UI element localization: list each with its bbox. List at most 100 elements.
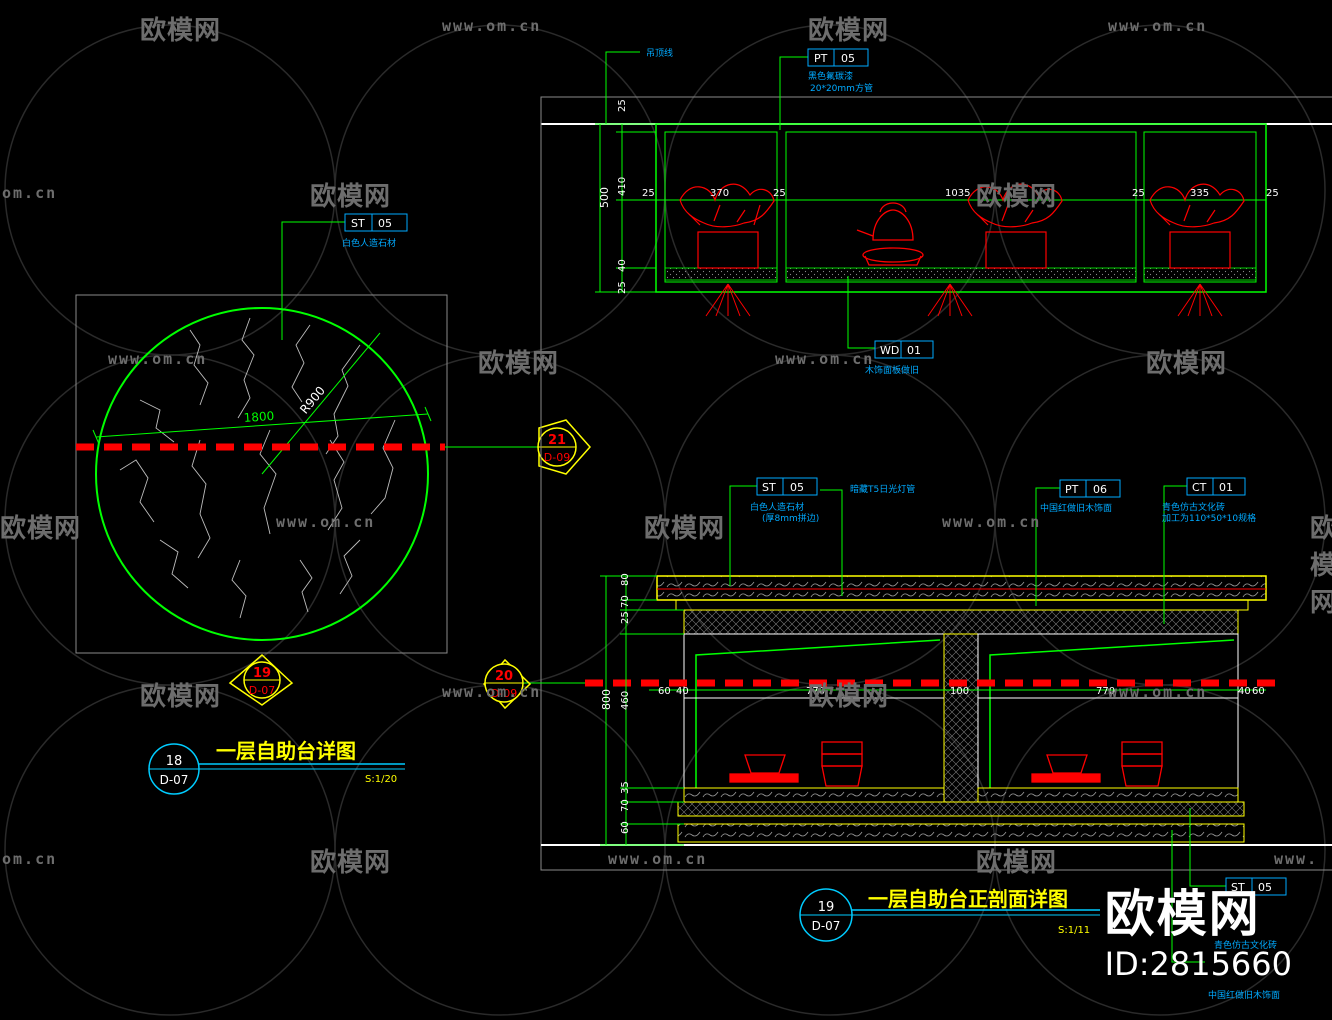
center-pillar	[943, 633, 979, 803]
stamp-id: ID:2815660	[1104, 945, 1292, 983]
tag-pt-05: PT 05 黑色氟碳漆 20*20mm方管	[779, 48, 873, 130]
tag-num: 01	[1219, 481, 1233, 494]
tag-led: 暗藏T5日光灯管	[820, 483, 915, 596]
dim-h-1: 25	[642, 188, 655, 199]
bubble-number: 18	[166, 754, 183, 769]
tag-code: CT	[1192, 481, 1207, 494]
detail-scale: S:1/11	[1058, 925, 1090, 936]
section-vertical-dims	[600, 575, 1266, 846]
tag-note2: 20*20mm方管	[810, 82, 873, 94]
section-marker-21: 21 D-09	[537, 419, 592, 475]
dim-h-3: 770	[806, 686, 825, 697]
tag-num: 05	[790, 481, 804, 494]
section-marker-20: 20 D-09	[483, 658, 532, 710]
diameter-dim-text: 1800	[243, 409, 274, 425]
dim-v-3: 25	[620, 611, 631, 624]
marker-number: 20	[495, 669, 513, 684]
tag-num: 05	[378, 217, 392, 230]
dim-h-3: 25	[773, 188, 786, 199]
plant-decor-left	[679, 183, 775, 269]
tag-wd-01: WD 01 木饰面板做旧	[847, 276, 934, 376]
dim-h-2: 370	[710, 188, 729, 199]
tag-num: 06	[1093, 483, 1107, 496]
tag-code: PT	[1065, 483, 1079, 496]
plan-frame	[75, 294, 448, 654]
downlight-beams	[705, 283, 1223, 317]
bubble-sheet: D-07	[160, 773, 189, 787]
dim-v-4: 460	[620, 691, 631, 710]
dim-v-3: 40	[617, 259, 628, 272]
dim-v-4: 25	[617, 281, 628, 294]
shelf-outer	[655, 123, 1267, 293]
diameter-dim-line	[95, 413, 429, 438]
tag-note2: 中国红做旧木饰面	[1208, 989, 1280, 1001]
tag-code: ST	[351, 217, 365, 230]
diameter-tick-right	[424, 406, 432, 422]
tag-num: 05	[1258, 881, 1272, 894]
tag-note2: (厚8mm拼边)	[762, 512, 819, 524]
dim-total-height: 800	[600, 689, 613, 710]
dim-v-5: 35	[620, 781, 631, 794]
ref-marker-19: 19 D-07	[228, 653, 294, 706]
dim-v-6: 70	[620, 799, 631, 812]
dim-h-7: 60	[1252, 686, 1265, 697]
tea-cups-left	[729, 741, 863, 787]
tag-code: PT	[814, 52, 828, 65]
bubble-number: 19	[818, 900, 835, 915]
tag-note: 暗藏T5日光灯管	[850, 483, 915, 495]
plant-decor-center	[967, 183, 1063, 269]
stamp-logo: 欧模网	[1104, 885, 1261, 943]
tag-st-05: ST 05 白色人造石材	[281, 213, 408, 340]
dim-h-4: 1035	[945, 188, 970, 199]
detail-scale: S:1/20	[365, 774, 397, 785]
tag-code: ST	[1231, 881, 1245, 894]
top-vertical-dims	[595, 123, 656, 293]
dim-total-height: 500	[598, 187, 611, 208]
tag-note: 中国红做旧木饰面	[1040, 502, 1112, 514]
detail-title: 一层自助台正剖面详图	[868, 887, 1068, 911]
tea-cups-right	[1031, 741, 1163, 787]
tag-note: 吊顶线	[646, 47, 673, 59]
tag-ct-01: CT 01 青色仿古文化砖 加工为110*50*10规格	[1162, 477, 1256, 624]
title-block-18: 18 D-07 一层自助台详图 S:1/20	[148, 739, 405, 795]
tag-bottom: ST 05 青色仿古文化砖 中国红做旧木饰面	[1171, 808, 1287, 1001]
diameter-tick-left	[92, 429, 100, 445]
base-plinth	[677, 801, 1245, 817]
tag-note: 白色人造石材	[342, 237, 396, 249]
dim-h-6: 335	[1190, 188, 1209, 199]
dim-h-7: 25	[1266, 188, 1279, 199]
dim-v-2: 410	[617, 177, 628, 196]
tag-code: WD	[880, 344, 899, 357]
bubble-sheet: D-07	[812, 919, 841, 933]
plant-decor-right	[1149, 183, 1245, 269]
detail-18-plan: 1800 R900 ST 05 白色人造石材 21 D-09 19	[75, 213, 592, 795]
marker-sheet: D-09	[544, 451, 570, 464]
marker-number: 19	[253, 666, 271, 681]
marker-sheet: D-07	[249, 684, 275, 697]
marker-sheet: D-09	[491, 687, 517, 700]
countertop	[656, 575, 1267, 601]
tag-note1: 白色人造石材	[750, 501, 804, 513]
apron-panel	[683, 609, 1239, 635]
tag-st-05-top: ST 05 白色人造石材 (厚8mm拼边)	[729, 477, 819, 586]
detail-title: 一层自助台详图	[216, 739, 356, 763]
marble-veining	[119, 317, 396, 619]
tag-note1: 青色仿古文化砖	[1162, 501, 1225, 513]
dim-v-1: 25	[617, 99, 628, 112]
dim-h-1: 60	[658, 686, 671, 697]
tag-num: 01	[907, 344, 921, 357]
tag-note2: 加工为110*50*10规格	[1162, 512, 1256, 524]
tag-ceiling-line: 吊顶线	[605, 47, 673, 124]
dim-h-5: 770	[1096, 686, 1115, 697]
dim-v-1: 80	[620, 573, 631, 586]
tag-note: 木饰面板做旧	[865, 364, 919, 376]
detail-top-shelf-elevation: 500 25 410 40 25 25 370 25 1035 25 335 2…	[540, 47, 1332, 376]
title-block-19: 19 D-07 一层自助台正剖面详图 S:1/11	[799, 887, 1100, 942]
tag-note1: 黑色氟碳漆	[808, 70, 853, 82]
dim-h-4: 100	[950, 686, 969, 697]
dim-h-6: 40	[1238, 686, 1251, 697]
detail-19-section: 20 D-09 800 80 70 25 460 35 70 60 60 40 …	[483, 97, 1332, 1001]
dim-h-2: 40	[676, 686, 689, 697]
teapot-decor	[856, 202, 924, 266]
shelf-base-hatch	[664, 267, 778, 281]
